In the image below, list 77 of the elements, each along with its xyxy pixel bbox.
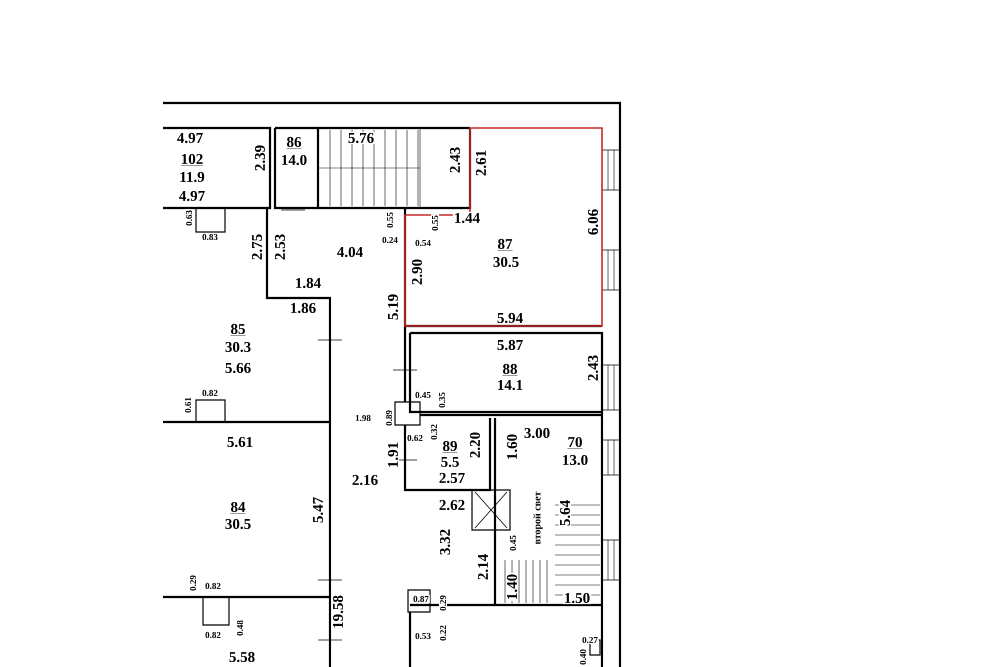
dimension-label: 0.62 bbox=[406, 434, 424, 442]
dimension-label: 0.55 bbox=[386, 211, 394, 229]
dimension-label: 5.64 bbox=[558, 498, 572, 528]
dimension-label: 1.86 bbox=[288, 302, 318, 314]
room-area: 11.9 bbox=[178, 170, 206, 184]
dimension-label: 5.87 bbox=[496, 338, 524, 352]
dimension-label: 0.32 bbox=[430, 423, 438, 441]
dimension-label: 3.00 bbox=[522, 426, 552, 440]
dimension-label: 4.97 bbox=[176, 132, 204, 144]
room-area: 30.5 bbox=[492, 256, 520, 268]
room-area: 14.0 bbox=[280, 154, 308, 166]
dimension-label: 2.75 bbox=[250, 232, 264, 262]
dimension-label: 0.83 bbox=[201, 232, 219, 242]
dimension-label: 2.39 bbox=[254, 144, 266, 172]
dimension-label: 1.44 bbox=[452, 212, 482, 224]
dimension-label: 2.20 bbox=[468, 430, 482, 460]
room-number: 102 bbox=[180, 152, 204, 168]
dimension-label: 0.35 bbox=[438, 391, 446, 409]
dimension-label: 5.76 bbox=[346, 132, 376, 144]
room-area: 13.0 bbox=[560, 454, 590, 466]
dimension-label: 2.53 bbox=[274, 232, 286, 262]
dimension-label: 0.82 bbox=[204, 582, 222, 590]
dimension-label: 4.97 bbox=[178, 190, 206, 202]
dimension-label: 0.45 bbox=[508, 534, 518, 552]
dimension-label: 3.32 bbox=[438, 528, 452, 556]
room-number: 89 bbox=[442, 440, 458, 454]
dimension-label: 2.16 bbox=[350, 474, 380, 486]
dimension-label: 6.06 bbox=[586, 208, 600, 236]
dimension-label: 5.47 bbox=[312, 496, 324, 524]
dimension-label: 0.53 bbox=[414, 632, 432, 640]
dimension-label: 0.45 bbox=[414, 390, 432, 400]
room-note: второй свет bbox=[532, 490, 544, 546]
dimension-label: 5.61 bbox=[226, 436, 254, 448]
dimension-label: 0.29 bbox=[188, 574, 198, 592]
room-area: 30.3 bbox=[224, 340, 252, 354]
dimension-label: 0.48 bbox=[236, 619, 244, 637]
dimension-label: 4.04 bbox=[336, 246, 364, 258]
room-number: 85 bbox=[230, 322, 246, 338]
dimension-label: 0.89 bbox=[384, 409, 394, 427]
dimension-label: 0.63 bbox=[184, 209, 194, 227]
room-number: 87 bbox=[496, 238, 514, 252]
dimension-label: 0.27 bbox=[581, 636, 599, 644]
dimension-label: 1.98 bbox=[354, 414, 372, 422]
dimension-label: 1.84 bbox=[294, 276, 322, 290]
dimension-label: 0.24 bbox=[381, 236, 399, 244]
dimension-label: 2.90 bbox=[410, 258, 424, 286]
dimension-label: 0.82 bbox=[204, 630, 222, 640]
dimension-label: 2.43 bbox=[586, 354, 600, 382]
dimension-label: 0.61 bbox=[184, 396, 192, 414]
dimension-label: 5.66 bbox=[224, 362, 252, 374]
dimension-label: 2.62 bbox=[438, 498, 466, 512]
dimension-label: 0.40 bbox=[578, 648, 588, 666]
dimension-label: 0.82 bbox=[201, 388, 219, 398]
dimension-label: 0.87 bbox=[412, 594, 430, 604]
room-number: 86 bbox=[286, 136, 302, 150]
dimension-label: 1.91 bbox=[386, 440, 400, 470]
dimension-label: 0.54 bbox=[414, 238, 432, 248]
dimension-label: 19.58 bbox=[332, 594, 344, 630]
dimension-label: 2.43 bbox=[448, 146, 462, 174]
dimension-label: 0.29 bbox=[438, 594, 448, 612]
dimension-label: 2.14 bbox=[476, 552, 490, 582]
room-number: 84 bbox=[230, 500, 246, 516]
dimension-label: 2.61 bbox=[474, 148, 488, 178]
room-area: 30.5 bbox=[224, 518, 252, 530]
dimension-label: 0.55 bbox=[430, 214, 440, 232]
room-number: 88 bbox=[502, 362, 518, 378]
dimension-label: 2.57 bbox=[438, 472, 466, 484]
room-number: 70 bbox=[566, 436, 584, 450]
dimension-label: 1.60 bbox=[506, 432, 518, 462]
dimension-label: 5.58 bbox=[228, 650, 256, 664]
dimension-label: 5.94 bbox=[496, 312, 524, 324]
dimension-label: 5.19 bbox=[386, 292, 400, 322]
dimension-label: 1.50 bbox=[562, 592, 592, 604]
dimension-label: 1.40 bbox=[506, 572, 518, 602]
room-area: 14.1 bbox=[496, 378, 524, 392]
room-area: 5.5 bbox=[440, 456, 460, 468]
dimension-label: 0.22 bbox=[438, 624, 448, 642]
